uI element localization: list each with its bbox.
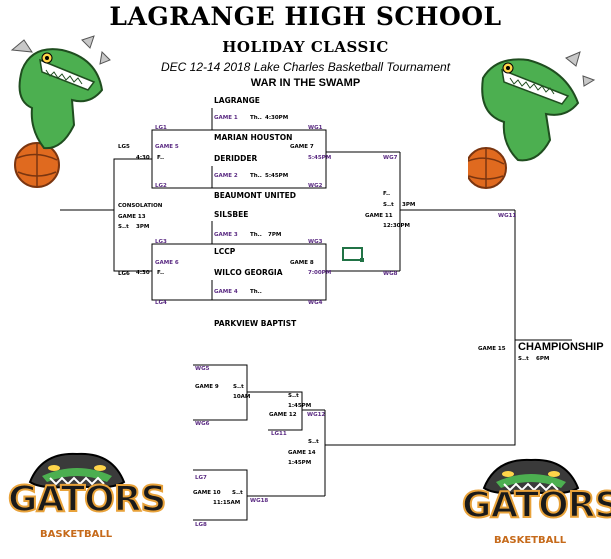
game9-time: 10AM <box>233 394 251 400</box>
game3-time: 7PM <box>268 232 282 238</box>
code-wg5: WG5 <box>195 366 210 372</box>
consolation-label: CONSOLATION <box>118 203 163 209</box>
game8-time: 7:00PM <box>308 270 332 276</box>
game12-label: GAME 12 <box>269 412 297 418</box>
game6-label: GAME 6 <box>155 260 179 266</box>
team-beaumont-united: BEAUMONT UNITED <box>214 191 296 200</box>
game14-time: 1:45PM <box>288 460 312 466</box>
code-wg8: WG8 <box>383 271 398 277</box>
game6-day: F.. <box>157 270 165 276</box>
game8-label: GAME 8 <box>290 260 314 266</box>
code-lg2: LG2 <box>155 183 167 189</box>
basketball-text: BASKETBALL <box>494 535 567 546</box>
game15-bracket <box>325 210 516 446</box>
game5-day: F.. <box>157 155 165 161</box>
game14-label: GAME 14 <box>288 450 316 456</box>
page-title: LAGRANGE HIGH SCHOOL <box>109 2 502 31</box>
championship-label: CHAMPIONSHIP <box>518 341 604 353</box>
code-wg11: WG11 <box>498 213 517 219</box>
game12-day: S..t <box>288 393 299 399</box>
game10-label: GAME 10 <box>193 490 221 496</box>
code-lg5: LG5 <box>118 144 130 150</box>
game10-bracket <box>193 469 248 521</box>
team-deridder: DERIDDER <box>214 154 258 163</box>
code-lg7: LG7 <box>195 475 207 481</box>
game2-day: Th.. <box>250 173 262 179</box>
game13-day: S..t <box>118 224 129 230</box>
gators-basketball-logo-right: GATORS BASKETBALL <box>456 448 611 558</box>
game4-label: GAME 4 <box>214 289 238 295</box>
game11-time: 3PM <box>402 202 416 208</box>
gators-text: GATORS <box>461 485 611 526</box>
gator-head-icon <box>28 452 126 489</box>
code-lg11: LG11 <box>271 431 287 437</box>
code-lg4: LG4 <box>155 300 167 306</box>
game15-day: S..t <box>518 356 529 362</box>
game3-label: GAME 3 <box>214 232 238 238</box>
code-lg1: LG1 <box>155 125 167 131</box>
game13-label: GAME 13 <box>118 214 146 220</box>
game2-time: 5:45PM <box>265 173 289 179</box>
tournament-theme: WAR IN THE SWAMP <box>250 77 361 89</box>
game6-time: 4:30 <box>136 270 150 276</box>
gators-text: GATORS <box>7 479 167 520</box>
code-lg8: LG8 <box>195 522 207 528</box>
code-wg1: WG1 <box>308 125 323 131</box>
game1-label: GAME 1 <box>214 115 238 121</box>
team-wilco-georgia: WILCO GEORGIA <box>214 268 283 277</box>
gators-basketball-logo-left: GATORS BASKETBALL <box>2 442 167 554</box>
game1-time: 4:30PM <box>265 115 289 121</box>
code-wg7: WG7 <box>383 155 398 161</box>
selected-cell <box>342 247 363 261</box>
code-wg4: WG4 <box>308 300 323 306</box>
game4-day: Th.. <box>250 289 262 295</box>
team-lccp: LCCP <box>214 247 236 256</box>
game14-day: S..t <box>308 439 319 445</box>
code-wg18: WG18 <box>250 498 269 504</box>
game9-label: GAME 9 <box>195 384 219 390</box>
game11-label: GAME 11 <box>365 213 393 219</box>
game7-label: GAME 7 <box>290 144 314 150</box>
code-wg6: WG6 <box>195 421 210 427</box>
team-lagrange: LAGRANGE <box>214 96 260 105</box>
game10-day: S..t <box>232 490 243 496</box>
team-parkview-baptist: PARKVIEW BAPTIST <box>214 319 297 328</box>
game11-day: S..t <box>383 202 394 208</box>
game9-day: S..t <box>233 384 244 390</box>
gator-mascot-left-icon <box>10 35 111 188</box>
page-subtitle: HOLIDAY CLASSIC <box>222 38 389 56</box>
game7-time: 5:45PM <box>308 155 332 161</box>
game9-bracket <box>193 364 248 421</box>
game2-label: GAME 2 <box>214 173 238 179</box>
tournament-info: DEC 12-14 2018 Lake Charles Basketball T… <box>160 60 451 74</box>
game3-day: Th.. <box>250 232 262 238</box>
code-wg2: WG2 <box>308 183 323 189</box>
game12-time: 1:45PM <box>288 403 312 409</box>
gator-mascot-right-icon <box>468 51 596 189</box>
team-marian-houston: MARIAN HOUSTON <box>214 133 293 142</box>
game15-time: 6PM <box>536 356 550 362</box>
game1-day: Th.. <box>250 115 262 121</box>
team-silsbee: SILSBEE <box>214 210 249 219</box>
code-wg12: WG12 <box>307 412 326 418</box>
basketball-text: BASKETBALL <box>40 529 113 540</box>
game5-label: GAME 5 <box>155 144 179 150</box>
game5-time: 4:30 <box>136 155 150 161</box>
game11-f: F.. <box>383 191 391 197</box>
game11-time2: 12:30PM <box>383 223 411 229</box>
code-wg3: WG3 <box>308 239 323 245</box>
game10-time: 11:15AM <box>213 500 241 506</box>
code-lg3: LG3 <box>155 239 167 245</box>
game6-bracket <box>151 243 212 301</box>
game13-time: 3PM <box>136 224 150 230</box>
game15-label: GAME 15 <box>478 346 506 352</box>
gator-head-icon <box>482 458 580 495</box>
code-lg6: LG6 <box>118 271 130 277</box>
game13-bracket <box>113 158 152 272</box>
